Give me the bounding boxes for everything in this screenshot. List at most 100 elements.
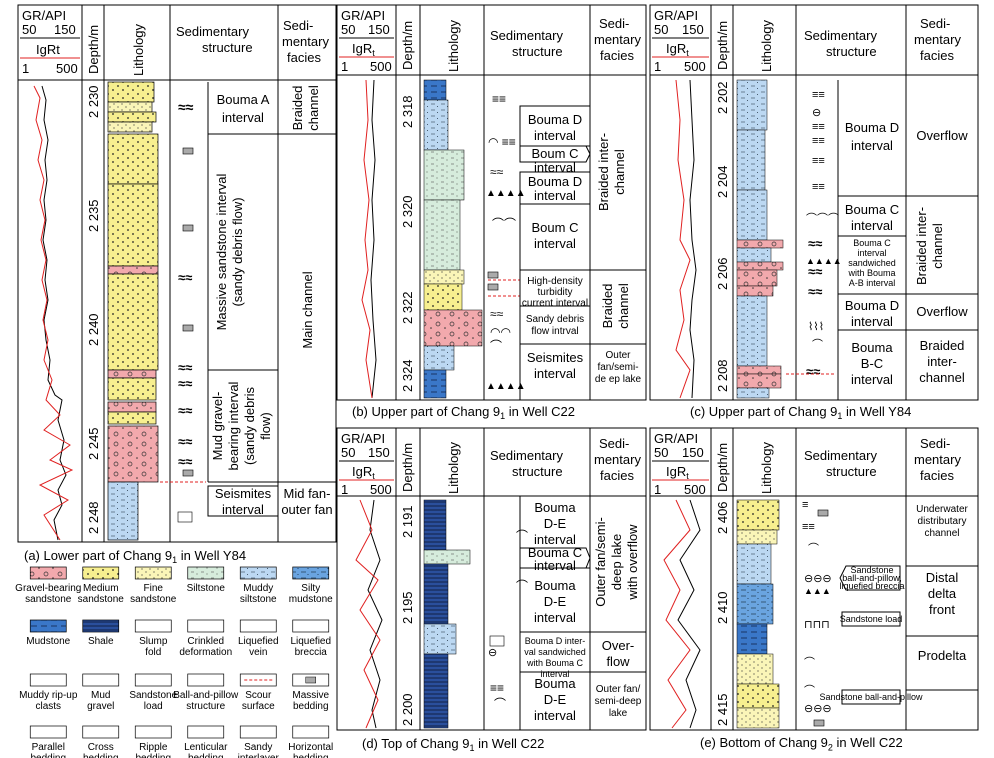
svg-text:≈≈: ≈≈ [808,284,822,299]
legend-swatch-12 [29,673,67,687]
legend-label-9: Crinkled [187,636,224,647]
legend-label-16: surface [242,701,275,712]
legend-swatch-2 [134,566,172,580]
svg-text:2 240: 2 240 [86,313,101,346]
lithology-column-a [107,81,159,541]
sed-symbols-a: ≈≈ ≈≈ ≈≈ ≈≈ ≈≈ ≈≈ ≈≈ [160,99,206,523]
svg-text:GR/API: GR/API [341,431,385,446]
svg-text:Braidedchannel: Braidedchannel [600,283,631,329]
svg-text:≈≈: ≈≈ [178,454,192,469]
svg-text:interval: interval [534,532,576,547]
legend-label-19: Cross [88,742,114,753]
depth-header: Depth/m [86,25,101,74]
svg-text:Bouma D: Bouma D [845,120,899,135]
legend-swatch-1 [82,566,120,580]
legend: Gravel-bearingsandstoneMediumsandstoneFi… [15,566,333,758]
massive-symbol [305,676,316,684]
svg-text:2 318: 2 318 [400,95,415,128]
svg-text:IgRt: IgRt [666,464,689,481]
svg-text:facies: facies [600,468,634,483]
svg-text:structure: structure [202,40,253,55]
svg-text:Depth/m: Depth/m [715,443,730,492]
svg-text:⌒: ⌒ [490,339,502,353]
svg-text:High-density: High-density [527,276,583,287]
svg-text:liquefied breccia: liquefied breccia [839,581,904,591]
legend-label-8: Slump [139,636,168,647]
legend-label-13: gravel [87,701,114,712]
svg-text:Sandstone ball-and-pillow: Sandstone ball-and-pillow [819,692,923,702]
sedstruct-header: Sedimentary [176,24,249,39]
svg-text:Braided inter-channel: Braided inter-channel [596,133,627,211]
caption-e: (e) Bottom of Chang 92 in Well C22 [700,735,903,753]
svg-text:≈≈: ≈≈ [806,364,820,379]
svg-text:2 322: 2 322 [400,291,415,324]
panel-d: GR/API 50 150 IgRt 1 500 Depth/m Litholo… [336,427,647,731]
svg-text:⊖: ⊖ [812,107,821,119]
legend-label-10: vein [249,647,267,658]
rt-label: IgRt [36,42,60,57]
legend-label-1: Medium [83,583,119,594]
svg-text:Distal: Distal [926,570,959,585]
svg-text:50: 50 [341,22,355,37]
svg-text:2 245: 2 245 [86,427,101,460]
legend-label-23: Horizontal [288,742,333,753]
svg-text:2 202: 2 202 [715,81,730,114]
legend-swatch-21 [187,725,225,739]
interval-a-bouma-a-l1: Bouma A [217,92,270,107]
svg-text:Bouma: Bouma [534,500,576,515]
legend-label-8: fold [145,647,161,658]
legend-swatch-14 [134,673,172,687]
svg-text:flow: flow [606,654,630,669]
svg-text:Underwater: Underwater [916,504,968,515]
svg-text:⊖⊖⊖: ⊖⊖⊖ [804,573,832,585]
svg-text:Bouma C: Bouma C [853,238,891,248]
caption-a: (a) Lower part of Chang 91 in Well Y84 [24,548,246,565]
svg-text:interval: interval [534,366,576,381]
svg-text:structure: structure [826,464,877,479]
legend-swatch-6 [29,619,67,633]
svg-text:D-E: D-E [544,594,567,609]
svg-text:▲▲▲▲: ▲▲▲▲ [486,381,526,392]
svg-text:▲▲▲▲: ▲▲▲▲ [486,188,526,199]
svg-text:2 208: 2 208 [715,359,730,392]
svg-text:Sedi-: Sedi- [599,16,629,31]
svg-text:current interval: current interval [522,298,588,309]
svg-text:facies: facies [920,468,954,483]
svg-text:⊖: ⊖ [488,647,497,659]
svg-text:Sedi-: Sedi- [599,436,629,451]
lithology-column-e [736,499,780,729]
svg-text:500: 500 [684,482,706,497]
svg-text:Bouma: Bouma [851,340,893,355]
legend-swatch-11 [292,619,330,633]
legend-label-11: breccia [295,647,328,658]
svg-text:Depth/m: Depth/m [715,21,730,70]
svg-text:2 324: 2 324 [400,359,415,392]
svg-text:≡≡: ≡≡ [802,521,815,533]
svg-text:facies: facies [600,48,634,63]
lithology-header: Lithology [131,23,146,76]
svg-text:⌒: ⌒ [812,338,823,351]
svg-text:Outer fan/semi-deep lakewith o: Outer fan/semi-deep lakewith overflow [593,517,640,607]
svg-text:mentary: mentary [914,32,961,47]
svg-text:B-C: B-C [861,356,883,371]
rt-max-label: 500 [56,61,78,76]
legend-label-1: sandstone [78,594,125,605]
svg-text:IgRt: IgRt [666,41,689,58]
svg-text:Bouma: Bouma [534,676,576,691]
svg-text:⌒: ⌒ [516,529,528,543]
svg-text:≈≈: ≈≈ [808,264,822,279]
svg-text:Depth/m: Depth/m [400,443,415,492]
svg-text:Bouma D: Bouma D [845,298,899,313]
legend-label-18: Parallel [32,742,65,753]
svg-text:outer fan: outer fan [281,502,332,517]
svg-text:Sandstone load: Sandstone load [840,614,903,624]
gr-api-label: GR/API [22,8,66,23]
svg-text:GR/API: GR/API [654,8,698,23]
svg-text:2 235: 2 235 [86,199,101,232]
svg-text:⌒: ⌒ [804,656,815,669]
legend-label-21: Lenticular [184,742,228,753]
svg-text:⌒: ⌒ [804,684,815,697]
legend-label-19: bedding [83,753,119,758]
facies-header: Sedi- [283,18,313,33]
svg-text:structure: structure [512,464,563,479]
